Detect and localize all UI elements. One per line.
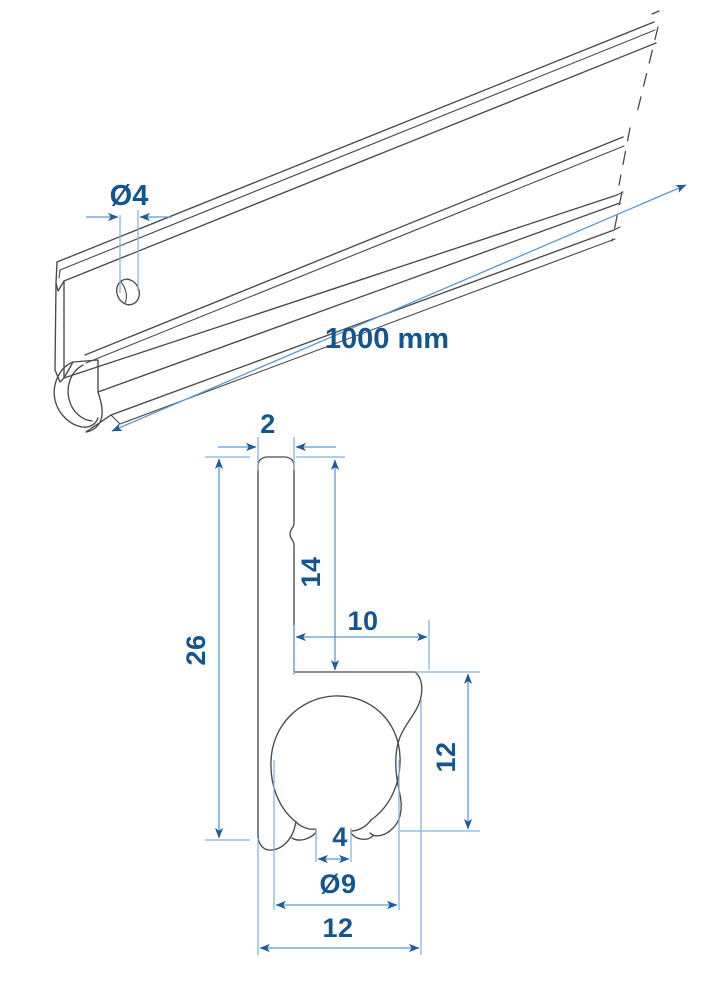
dim-bore-diameter: Ø9 xyxy=(273,760,400,910)
cross-section-view: 2 26 14 10 xyxy=(181,409,480,955)
dim-flange-width: 10 xyxy=(293,606,430,675)
isometric-view: Ø4 1000 mm xyxy=(53,10,687,433)
iso-length-label: 1000 mm xyxy=(325,323,449,355)
dim-clip-height: 12 xyxy=(400,671,480,832)
dim-10-label: 10 xyxy=(347,606,378,636)
dim-overall-height: 26 xyxy=(181,456,250,841)
section-top-web-and-flange xyxy=(257,456,416,673)
section-left-lip-tail xyxy=(291,831,317,841)
dim-2-label: 2 xyxy=(260,409,276,439)
iso-break-line-c xyxy=(618,127,631,186)
iso-left-end-cap-top xyxy=(55,261,65,292)
iso-break-line-b xyxy=(636,26,659,114)
iso-hole-diameter-label: Ø4 xyxy=(110,180,149,212)
dim-top-thickness: 2 xyxy=(218,409,336,470)
iso-break-line-a xyxy=(651,10,660,15)
dim-overall-width: 12 xyxy=(257,700,422,955)
dim-26-label: 26 xyxy=(181,634,211,665)
iso-length-dimension: 1000 mm xyxy=(111,184,687,432)
iso-top-left-rib xyxy=(58,269,61,279)
dim-4-label: 4 xyxy=(332,822,348,852)
dim-gap: 4 xyxy=(315,822,352,864)
iso-clip-outer-arc xyxy=(53,361,99,428)
iso-clip-top-cap xyxy=(63,359,99,393)
dim-14-label: 14 xyxy=(296,556,326,587)
iso-length-dim-line xyxy=(111,184,687,432)
dim-12r-label: 12 xyxy=(431,741,461,772)
section-left-wall-and-lower-hook xyxy=(257,465,297,851)
section-right-lip-tail xyxy=(350,832,374,840)
dim-d9-label: Ø9 xyxy=(319,869,356,899)
iso-clip-inner-arc xyxy=(67,364,93,422)
dim-12b-label: 12 xyxy=(322,913,353,943)
section-right-hook xyxy=(369,671,423,837)
